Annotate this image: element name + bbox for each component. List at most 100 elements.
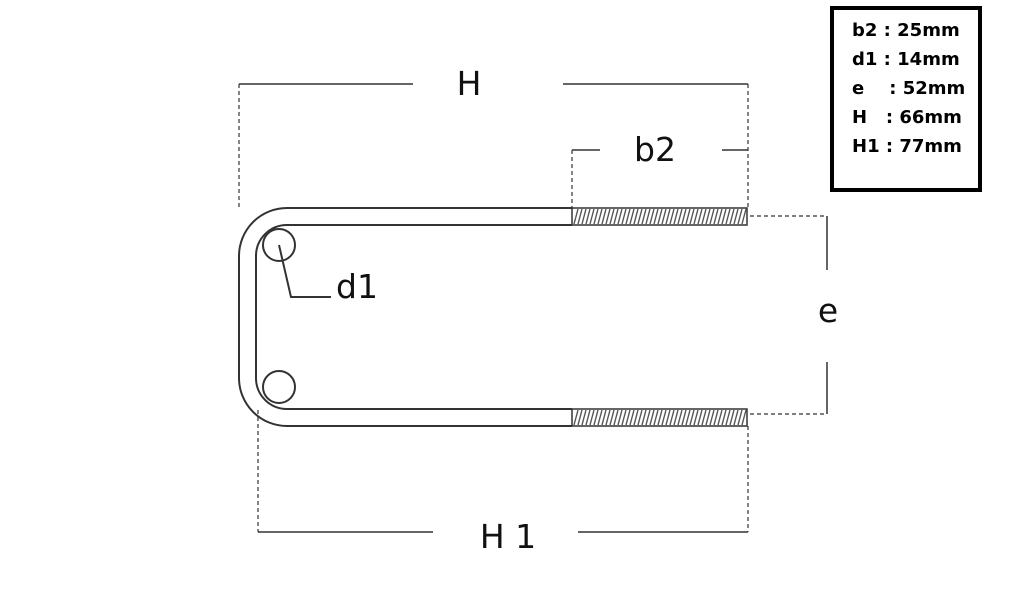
h-label: H bbox=[457, 64, 482, 103]
e-label: e bbox=[818, 291, 838, 330]
top-thread bbox=[571, 207, 748, 226]
top-thread-hatch-line bbox=[661, 208, 667, 225]
top-thread-hatch-line bbox=[717, 208, 723, 225]
top-thread-hatch-line bbox=[677, 208, 683, 225]
top-thread-hatch-line bbox=[589, 208, 595, 225]
dimension-legend-box: b2 : 25mm d1 : 14mm e : 52mm H : 66mm H1… bbox=[830, 6, 982, 192]
bottom-thread-hatch-line bbox=[589, 409, 595, 426]
bottom-thread-hatch-line bbox=[701, 409, 707, 426]
legend-row-h: H : 66mm bbox=[852, 107, 962, 128]
bottom-thread-hatch-line bbox=[629, 409, 635, 426]
bottom-thread-hatch-line bbox=[741, 409, 747, 426]
bottom-thread-hatch-line bbox=[717, 409, 723, 426]
top-thread-hatch-line bbox=[645, 208, 651, 225]
top-thread-hatch-line bbox=[593, 208, 599, 225]
top-thread-hatch-line bbox=[721, 208, 727, 225]
legend-row-b2: b2 : 25mm bbox=[852, 20, 960, 41]
top-thread-hatch-line bbox=[653, 208, 659, 225]
bottom-thread bbox=[571, 408, 748, 427]
top-thread-hatch-line bbox=[613, 208, 619, 225]
bottom-thread-hatch-line bbox=[665, 409, 671, 426]
top-thread-hatch-line bbox=[585, 208, 591, 225]
bottom-thread-hatch-line bbox=[585, 409, 591, 426]
top-thread-hatch-line bbox=[713, 208, 719, 225]
bottom-thread-hatch-line bbox=[685, 409, 691, 426]
top-thread-hatch-line bbox=[605, 208, 611, 225]
top-thread-hatch-line bbox=[729, 208, 735, 225]
bottom-thread-hatch-line bbox=[637, 409, 643, 426]
bottom-thread-hatch-line bbox=[729, 409, 735, 426]
top-thread-hatch-line bbox=[657, 208, 663, 225]
bottom-thread-hatch-line bbox=[697, 409, 703, 426]
bottom-thread-hatch-line bbox=[597, 409, 603, 426]
bottom-thread-hatch-line bbox=[625, 409, 631, 426]
top-thread-hatch-line bbox=[737, 208, 743, 225]
bottom-thread-hatch-line bbox=[641, 409, 647, 426]
top-thread-hatch-line bbox=[665, 208, 671, 225]
bottom-thread-hatch-line bbox=[633, 409, 639, 426]
top-thread-hatch-line bbox=[581, 208, 587, 225]
bottom-thread-hatch-line bbox=[705, 409, 711, 426]
b2-label: b2 bbox=[634, 130, 676, 169]
top-thread-hatch-line bbox=[685, 208, 691, 225]
bottom-thread-hatch-line bbox=[713, 409, 719, 426]
bottom-thread-hatch-line bbox=[657, 409, 663, 426]
top-thread-hatch-line bbox=[577, 208, 583, 225]
bottom-thread-hatch-line bbox=[613, 409, 619, 426]
bottom-thread-hatch-line bbox=[645, 409, 651, 426]
top-thread-hatch-line bbox=[617, 208, 623, 225]
top-thread-hatch-line bbox=[705, 208, 711, 225]
e-dimension bbox=[750, 215, 828, 415]
d1-label: d1 bbox=[336, 267, 378, 306]
top-thread-hatch-line bbox=[701, 208, 707, 225]
bottom-thread-hatch-line bbox=[681, 409, 687, 426]
bottom-thread-hatch-line bbox=[733, 409, 739, 426]
top-thread-hatch-line bbox=[741, 208, 747, 225]
bottom-thread-hatch-line bbox=[577, 409, 583, 426]
u-bolt-inner-outline bbox=[255, 224, 572, 410]
h-dimension bbox=[238, 83, 749, 208]
bottom-thread-hatch-line bbox=[677, 409, 683, 426]
top-thread-hatch-line bbox=[597, 208, 603, 225]
bottom-thread-hatch-line bbox=[617, 409, 623, 426]
bottom-thread-hatch-line bbox=[661, 409, 667, 426]
bottom-thread-hatch-line bbox=[693, 409, 699, 426]
bottom-thread-hatch-line bbox=[605, 409, 611, 426]
top-thread-hatch-line bbox=[709, 208, 715, 225]
b2-dimension bbox=[571, 149, 748, 208]
d1-leader-line bbox=[278, 244, 331, 298]
h1-dimension bbox=[257, 410, 749, 533]
top-thread-hatch-line bbox=[625, 208, 631, 225]
bottom-thread-hatch-line bbox=[609, 409, 615, 426]
bottom-thread-hatch-line bbox=[725, 409, 731, 426]
bottom-thread-hatch-line bbox=[721, 409, 727, 426]
bottom-thread-hatch-line bbox=[621, 409, 627, 426]
bottom-thread-hatch-line bbox=[689, 409, 695, 426]
top-thread-hatch-line bbox=[681, 208, 687, 225]
bottom-thread-hatch-line bbox=[669, 409, 675, 426]
bottom-thread-hatch-line bbox=[709, 409, 715, 426]
bottom-thread-hatch-line bbox=[653, 409, 659, 426]
top-thread-hatch-line bbox=[649, 208, 655, 225]
top-thread-hatch-line bbox=[629, 208, 635, 225]
top-thread-hatch-line bbox=[693, 208, 699, 225]
bottom-thread-hatch-line bbox=[573, 409, 579, 426]
bottom-thread-hatch-line bbox=[649, 409, 655, 426]
legend-row-d1: d1 : 14mm bbox=[852, 49, 960, 70]
top-thread-hatch-line bbox=[609, 208, 615, 225]
bottom-thread-hatch-line bbox=[737, 409, 743, 426]
bottom-thread-hatch-line bbox=[673, 409, 679, 426]
top-thread-hatch-line bbox=[637, 208, 643, 225]
legend-row-e: e : 52mm bbox=[852, 78, 966, 99]
u-bolt-outer-outline bbox=[238, 207, 572, 427]
bottom-thread-hatch-line bbox=[601, 409, 607, 426]
top-thread-hatch-line bbox=[633, 208, 639, 225]
top-thread-hatch-line bbox=[725, 208, 731, 225]
top-thread-hatch-line bbox=[673, 208, 679, 225]
top-thread-hatch-line bbox=[697, 208, 703, 225]
top-thread-hatch-line bbox=[601, 208, 607, 225]
legend-row-h1: H1 : 77mm bbox=[852, 136, 962, 157]
h1-label: H 1 bbox=[480, 517, 536, 556]
top-thread-hatch-line bbox=[573, 208, 579, 225]
